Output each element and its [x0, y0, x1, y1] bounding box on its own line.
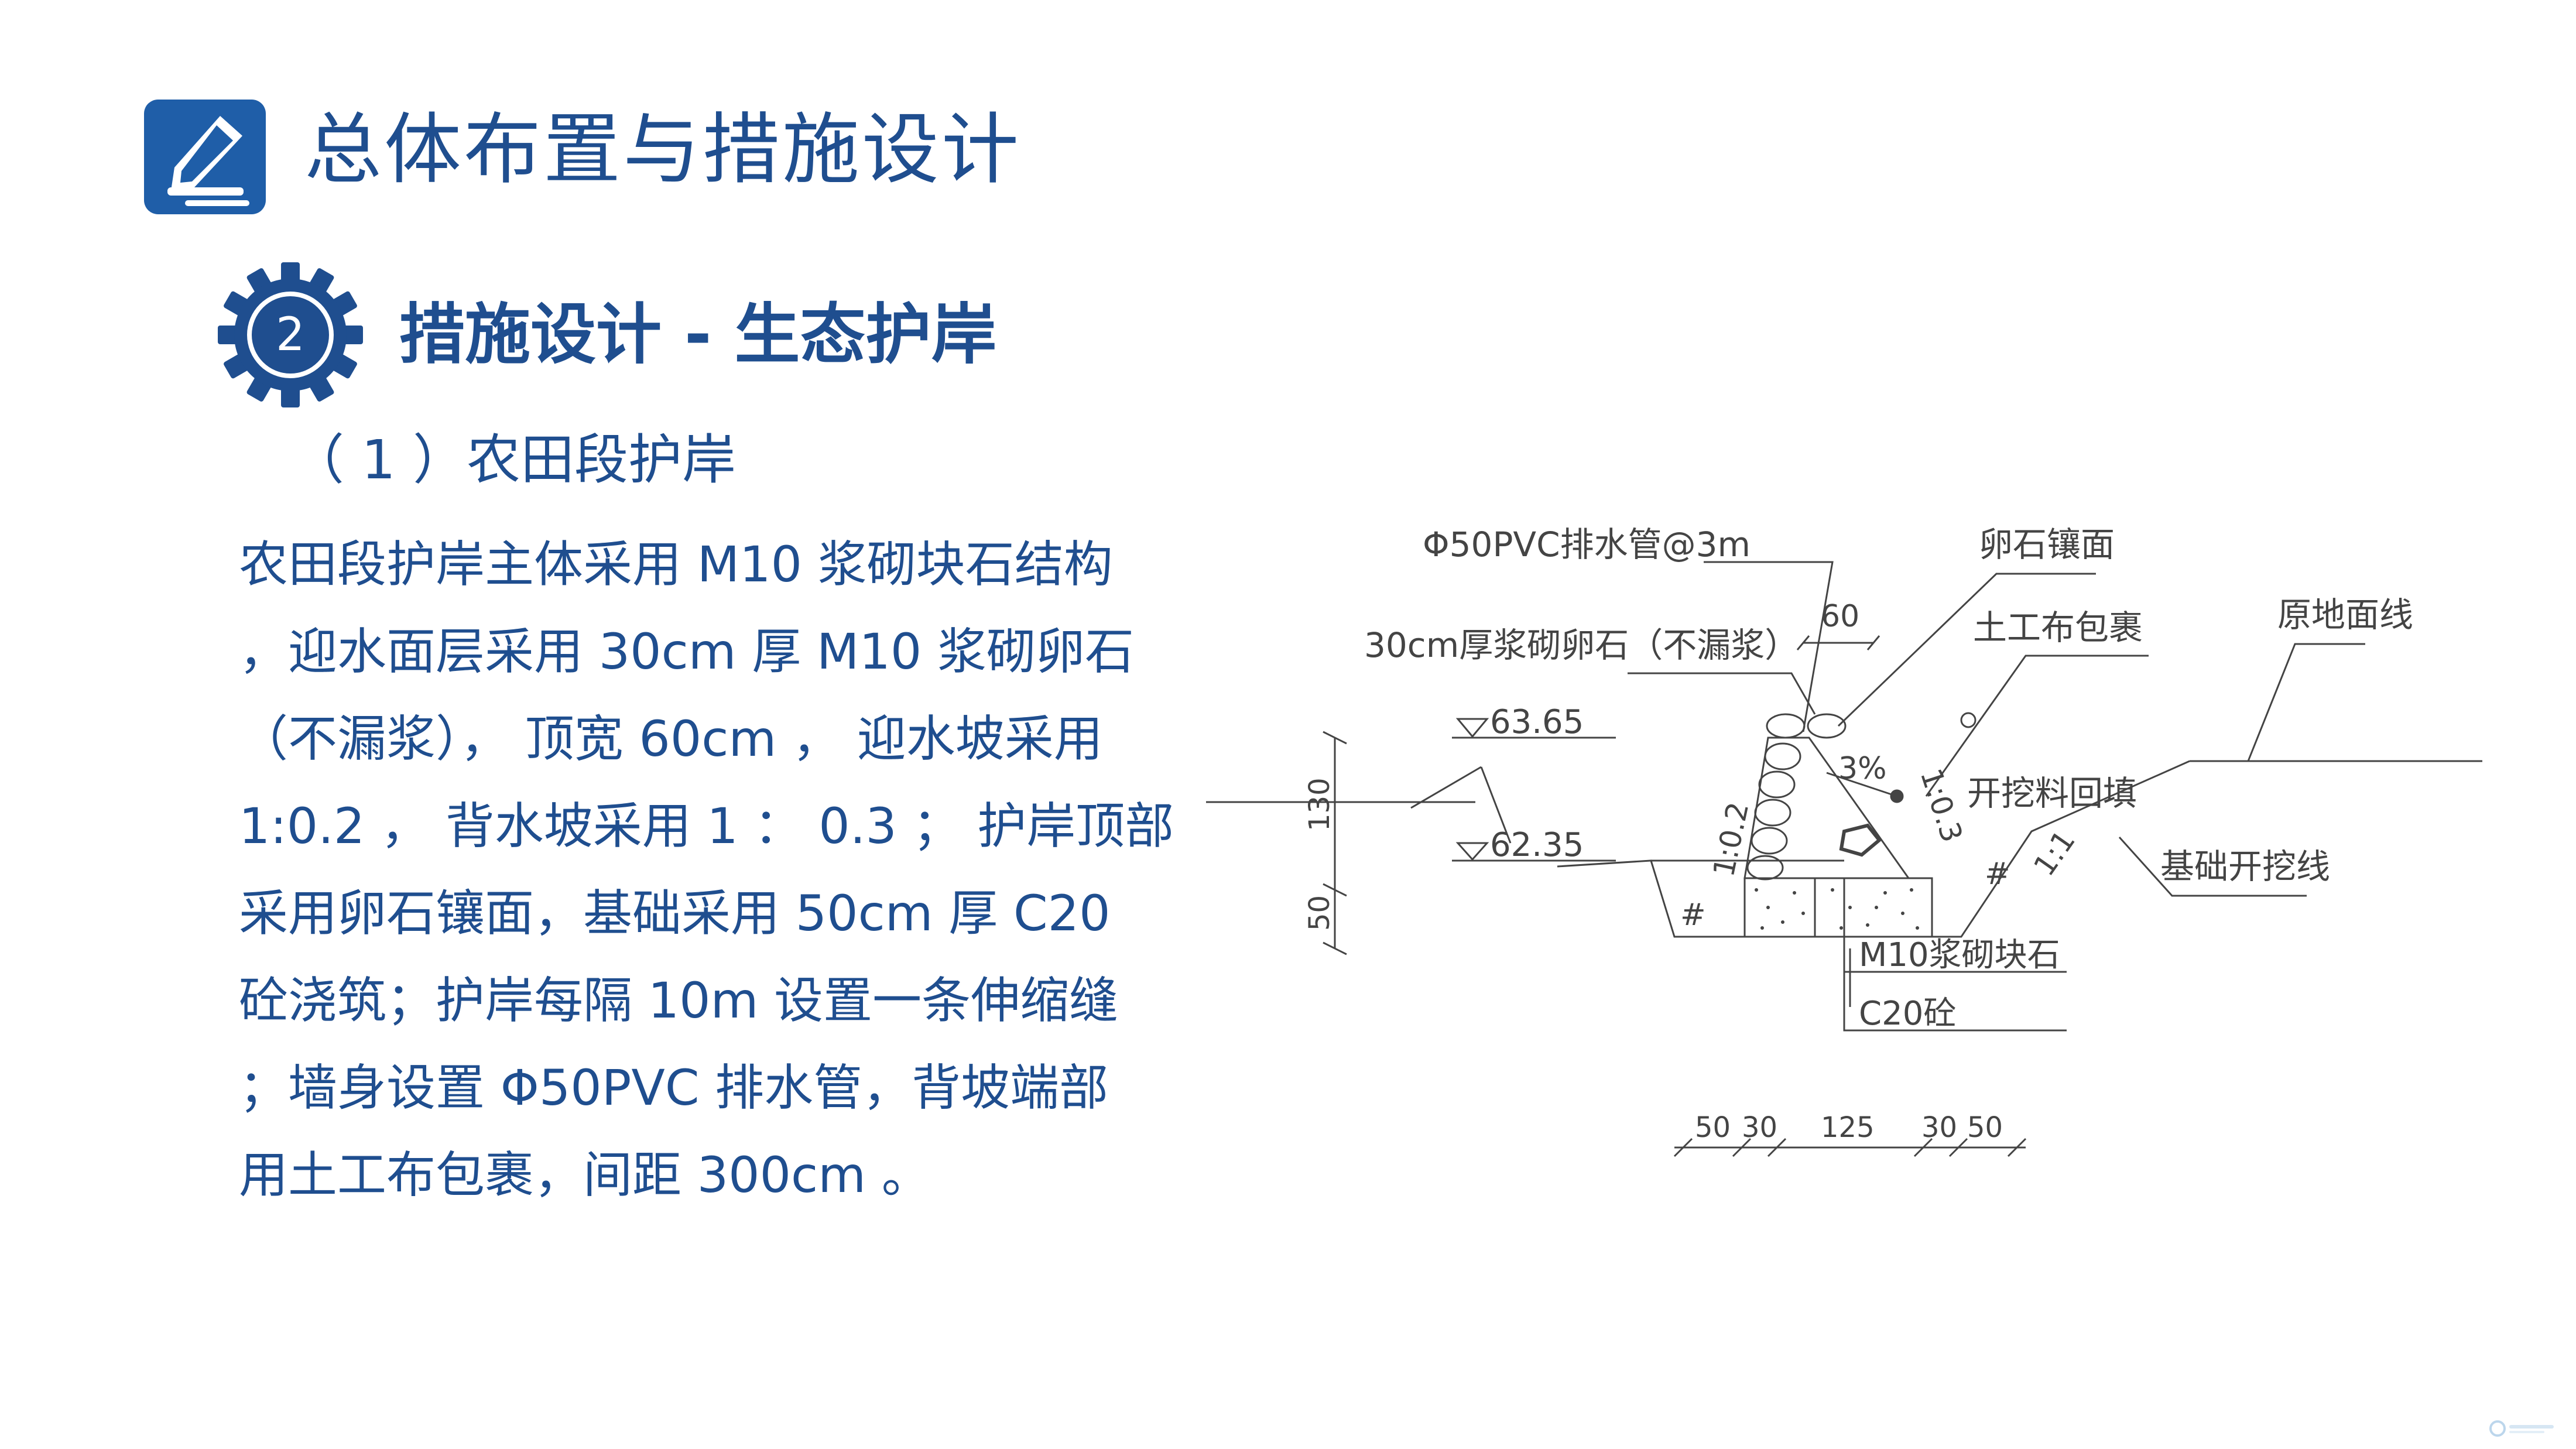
leader-cobble-face [1837, 573, 2096, 727]
section-number: 2 [276, 309, 305, 361]
label-dim-50-left: 50 [1695, 1111, 1731, 1144]
stone-block [1839, 823, 1882, 857]
body-line: 农田段护岸主体采用 M10 浆砌块石结构 [239, 536, 1113, 593]
label-elevation-base: 62.35 [1490, 826, 1584, 864]
body-line: 1:0.2 ， 背水坡采用 1 ： 0.3 ； 护岸顶部 [239, 797, 1174, 855]
label-top-width: 60 [1821, 599, 1859, 634]
label-slope-excavation: 1:1 [2027, 824, 2082, 882]
section-title: 措施设计 - 生态护岸 [399, 297, 997, 373]
leader-cobble-layer [1628, 672, 1816, 715]
leader-pvc [1704, 561, 1834, 732]
body-line: 用土工布包裹，间距 300cm 。 [239, 1146, 931, 1204]
body-line: ，迎水面层采用 30cm 厚 M10 浆砌卵石 [239, 623, 1135, 680]
cobble-stones [1746, 713, 1847, 881]
leader-ground [2247, 643, 2365, 762]
label-concrete: C20砼 [1859, 995, 1956, 1033]
leader-geotextile [1925, 655, 2149, 797]
leader-foundation [2118, 836, 2307, 897]
label-dim-50-right: 50 [1967, 1111, 2003, 1144]
body-line: （不漏浆）， 顶宽 60cm ， 迎水坡采用 [239, 710, 1103, 768]
masonry-wall [1743, 737, 1910, 879]
corner-logo-icon [2488, 1417, 2558, 1440]
label-dim-125: 125 [1821, 1111, 1875, 1144]
label-foundation-line: 基础开挖线 [2160, 847, 2330, 886]
sub-heading: （ 1 ）农田段护岸 [290, 429, 737, 491]
svg-text:#: # [1985, 857, 2010, 892]
label-height-wall: 130 [1303, 777, 1336, 831]
body-text: 农田段护岸主体采用 M10 浆砌块石结构 ，迎水面层采用 30cm 厚 M10 … [239, 521, 1174, 1219]
leader-line [1410, 766, 1482, 809]
label-backfill: 开挖料回填 [1967, 773, 2137, 813]
label-dim-30-right: 30 [1921, 1111, 1957, 1144]
pen-writing-icon [144, 100, 266, 214]
leader-line [1480, 766, 1512, 844]
label-pvc-pipe: Φ50PVC排水管@3m [1423, 525, 1751, 564]
label-original-ground: 原地面线 [2277, 595, 2413, 635]
cobble-marker [1960, 712, 1976, 728]
label-height-base: 50 [1303, 895, 1336, 931]
revetment-cross-section-diagram: # # Φ50PVC排水管@3m 卵石镶面 60 30cm厚浆砌卵石（不漏浆） … [1206, 503, 2494, 1183]
label-elevation-top: 63.65 [1490, 703, 1584, 741]
body-line: ；墙身设置 Φ50PVC 排水管，背坡端部 [239, 1059, 1109, 1116]
label-geotextile: 土工布包裹 [1973, 608, 2143, 648]
label-slope-back: 1:0.3 [1914, 765, 1969, 847]
page-title: 总体布置与措施设计 [304, 105, 1021, 195]
body-line: 砼浇筑；护岸每隔 10m 设置一条伸缩缝 [239, 972, 1119, 1029]
label-cobble-face: 卵石镶面 [1979, 525, 2115, 564]
leader-concrete [1843, 972, 2067, 1032]
elevation-marker-base [1455, 842, 1489, 861]
elevation-marker-top [1455, 718, 1489, 738]
label-dim-30-left: 30 [1742, 1111, 1777, 1144]
label-masonry: M10浆砌块石 [1859, 936, 2060, 974]
gear-number-icon: 2 [218, 262, 363, 407]
c20-foundation [1743, 877, 1933, 938]
body-line: 采用卵石镶面，基础采用 50cm 厚 C20 [239, 885, 1111, 942]
label-grade: 3% [1838, 751, 1887, 786]
label-cobble-layer: 30cm厚浆砌卵石（不漏浆） [1364, 625, 1799, 665]
concrete-hatch [1755, 888, 1919, 930]
svg-text:#: # [1680, 898, 1706, 933]
